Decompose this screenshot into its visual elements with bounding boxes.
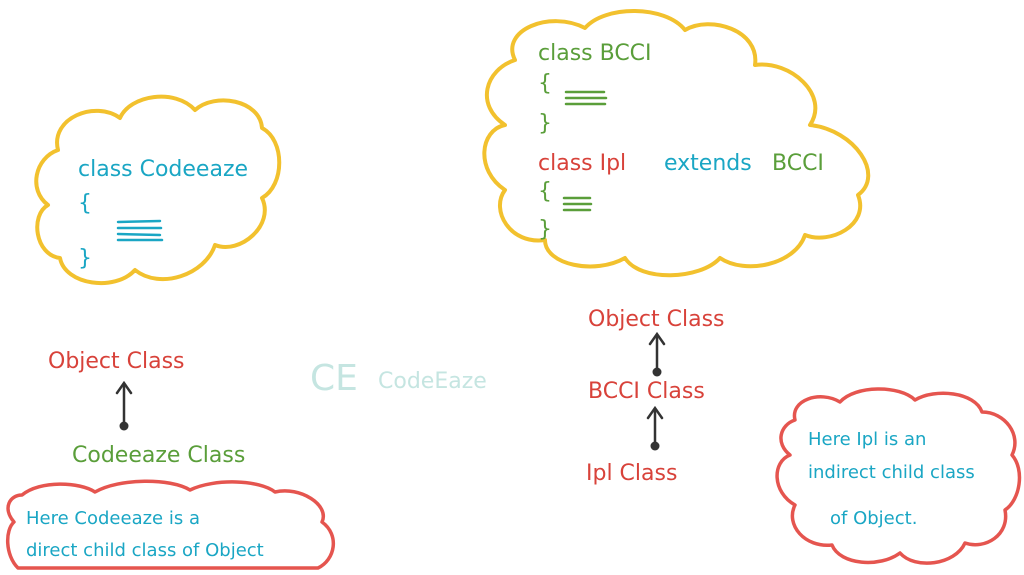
right-code-lines-1 xyxy=(564,90,608,106)
parent-class-name: BCCI xyxy=(772,151,824,176)
left-arrow-dot xyxy=(119,421,129,431)
right-note-line-3: of Object. xyxy=(830,508,917,529)
left-inheritance-arrow xyxy=(115,380,133,426)
watermark-logo: CE xyxy=(310,358,358,399)
right-object-class-label: Object Class xyxy=(588,307,725,332)
right-code-lines-2 xyxy=(562,196,593,212)
left-note-cloud xyxy=(6,479,336,570)
right-close-brace-1: } xyxy=(538,111,552,136)
right-lower-arrow xyxy=(646,405,664,446)
right-bcci-class-label: BCCI Class xyxy=(588,379,705,404)
left-object-class-label: Object Class xyxy=(48,349,185,374)
right-open-brace-2: { xyxy=(538,179,552,204)
left-code-cloud xyxy=(34,94,282,285)
right-note-cloud xyxy=(775,387,1022,565)
right-open-brace-1: { xyxy=(538,71,552,96)
right-close-brace-2: } xyxy=(538,217,552,242)
left-note-line-2: direct child class of Object xyxy=(26,540,264,561)
ipl-class-keyword: class Ipl xyxy=(538,151,626,176)
left-close-brace: } xyxy=(78,246,92,271)
right-lower-arrow-dot xyxy=(650,441,660,451)
right-note-line-1: Here Ipl is an xyxy=(808,429,926,450)
left-codeeaze-class-label: Codeeaze Class xyxy=(72,443,245,468)
codeeaze-watermark: CE CodeEaze xyxy=(310,358,487,399)
right-class-declaration: class BCCI xyxy=(538,41,652,66)
right-upper-arrow-dot xyxy=(652,367,662,377)
right-code-cloud xyxy=(482,9,871,278)
right-ipl-class-label: Ipl Class xyxy=(586,461,677,486)
right-upper-arrow xyxy=(648,331,666,372)
left-note-line-1: Here Codeeaze is a xyxy=(26,508,200,529)
extends-keyword: extends xyxy=(664,151,752,176)
left-open-brace: { xyxy=(78,191,92,216)
watermark-text: CodeEaze xyxy=(378,369,487,394)
left-class-declaration: class Codeeaze xyxy=(78,157,248,182)
right-note-line-2: indirect child class xyxy=(808,462,975,483)
left-code-lines xyxy=(116,219,164,242)
